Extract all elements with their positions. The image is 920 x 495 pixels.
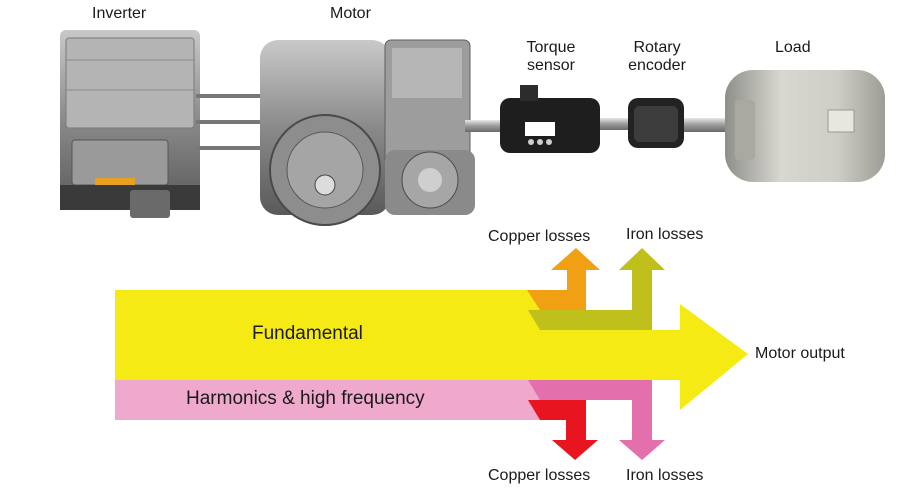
label-torque-sensor-line1: Torque bbox=[526, 39, 576, 56]
power-cables bbox=[196, 94, 276, 150]
label-torque-sensor-line2: sensor bbox=[526, 57, 576, 74]
power-flow-diagram bbox=[115, 248, 748, 460]
label-rotary-encoder-line1: Rotary bbox=[633, 39, 681, 56]
label-iron-losses-top: Iron losses bbox=[626, 226, 704, 243]
label-copper-losses-bottom: Copper losses bbox=[488, 467, 591, 484]
torque-sensor-illustration bbox=[500, 85, 600, 153]
label-iron-losses-bottom: Iron losses bbox=[626, 467, 704, 484]
label-inverter: Inverter bbox=[92, 5, 147, 22]
iron-loss-top-arrow bbox=[528, 248, 665, 330]
copper-loss-top-arrow bbox=[527, 248, 600, 310]
label-motor-output: Motor output bbox=[755, 345, 845, 362]
harmonics-band bbox=[115, 380, 540, 420]
label-load: Load bbox=[775, 39, 811, 56]
inverter-illustration bbox=[60, 30, 200, 218]
label-fundamental: Fundamental bbox=[252, 323, 363, 344]
label-motor: Motor bbox=[330, 5, 371, 22]
label-harmonics: Harmonics & high frequency bbox=[186, 388, 425, 409]
label-rotary-encoder: Rotary encoder bbox=[621, 39, 693, 75]
motor-illustration bbox=[260, 39, 475, 226]
label-torque-sensor: Torque sensor bbox=[519, 39, 583, 75]
label-rotary-encoder-line2: encoder bbox=[628, 57, 686, 74]
load-illustration bbox=[725, 70, 885, 182]
label-copper-losses-top: Copper losses bbox=[488, 228, 591, 245]
rotary-encoder-illustration bbox=[628, 98, 684, 148]
copper-loss-bottom-arrow bbox=[528, 400, 598, 460]
